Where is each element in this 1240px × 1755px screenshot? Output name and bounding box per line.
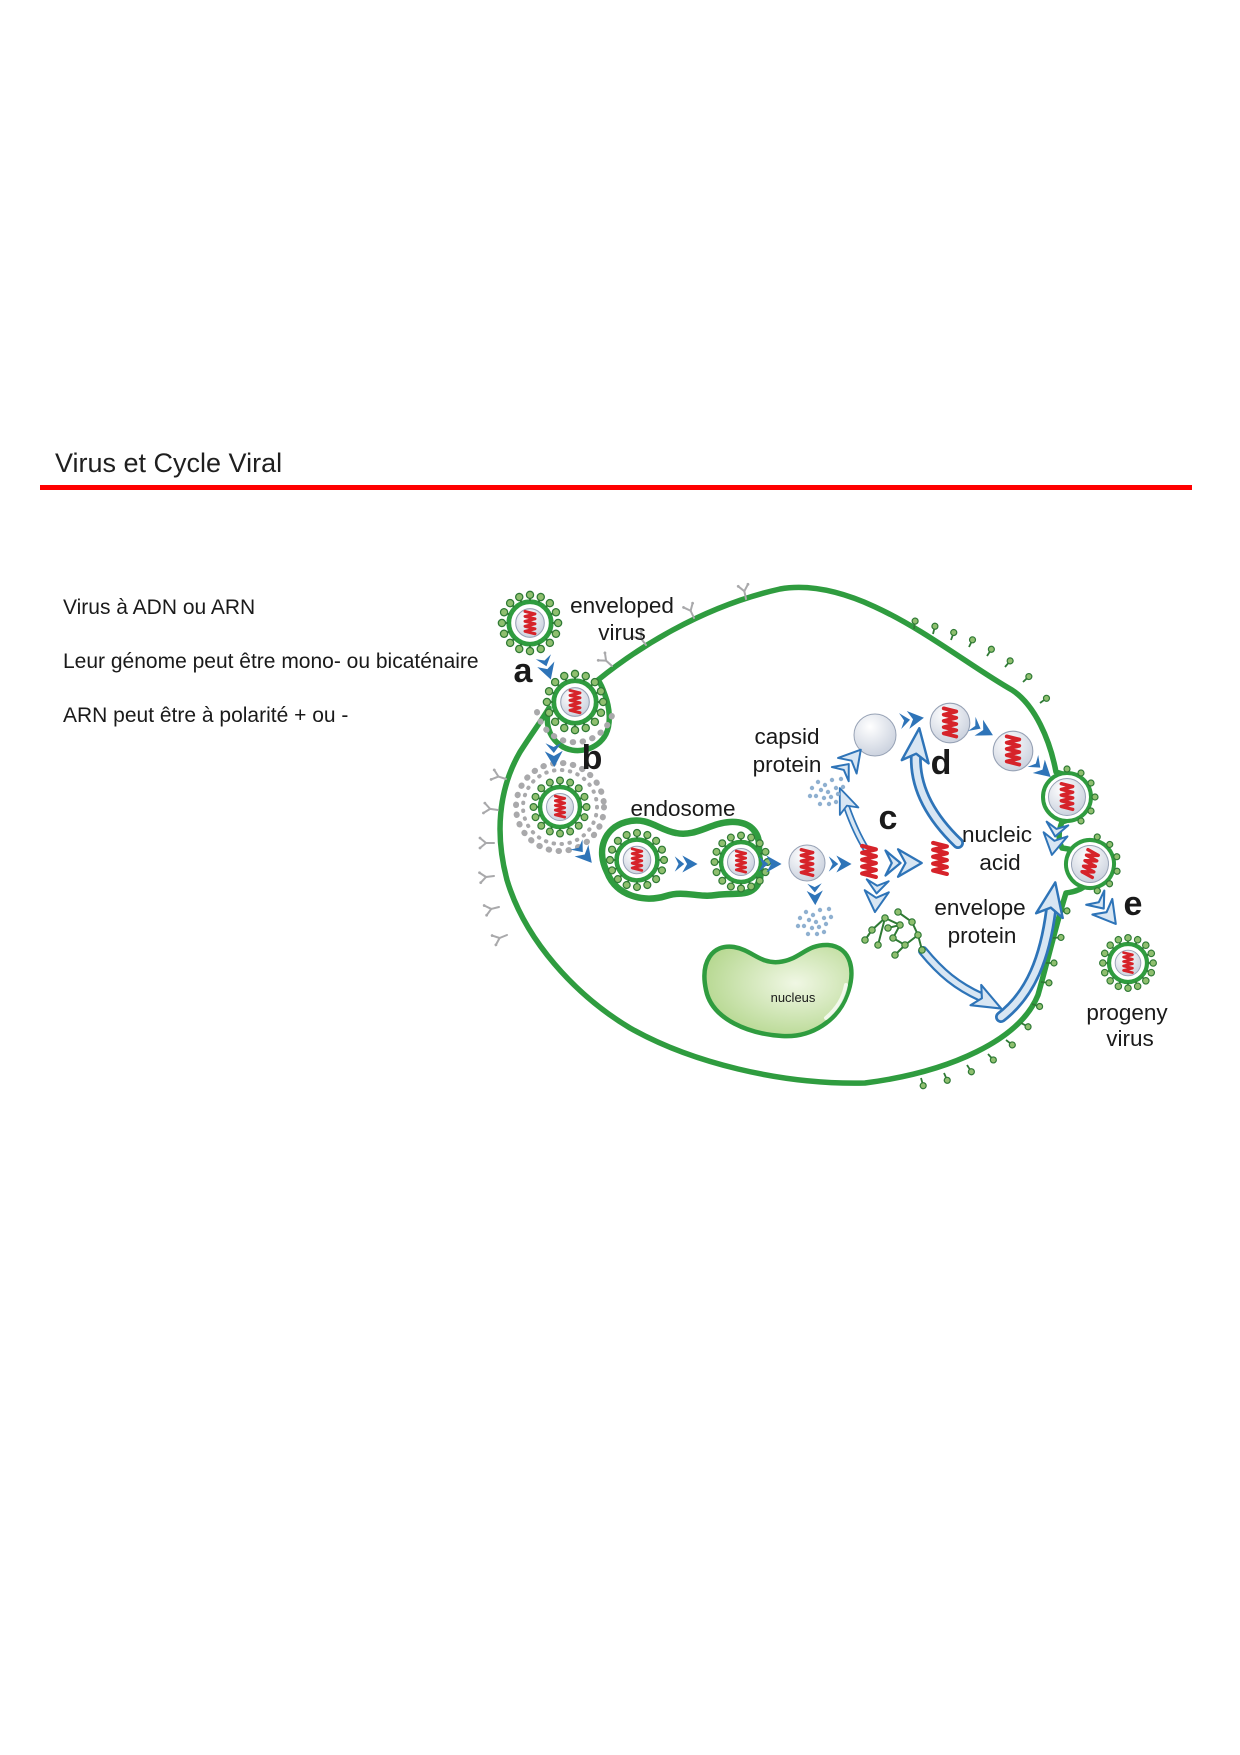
bullet-line: Virus à ADN ou ARN [63,596,256,619]
disassembly-speckles [795,906,834,937]
enveloped-virus-free [498,591,561,654]
step-a-label: a [514,652,534,690]
membrane-to-budding-arrow [995,878,1070,1023]
assembly-arrow-d [900,725,964,849]
naked-nucleocapsid [789,845,825,881]
free-nucleic-acid-2 [933,843,947,874]
flow-arrow [806,883,824,906]
envelope-protein-cluster [861,908,926,959]
progeny-virus [1100,935,1157,992]
bullet-text-block: Virus à ADN ou ARN Leur génome peut être… [63,597,479,759]
enveloped-virus-label-line2: virus [598,620,646,645]
nucleic-acid-label-line2: acid [979,850,1020,875]
flow-arrow [884,848,923,878]
nucleus: nucleus [702,942,854,1039]
flow-arrow [1038,820,1071,859]
flow-arrow [828,855,852,873]
step-d-label: d [931,744,952,782]
assembled-nucleocapsid-2 [993,731,1033,771]
red-underline [40,485,1192,490]
nucleus-label: nucleus [771,990,816,1005]
bullet-line: Leur génome peut être mono- ou bicaténai… [63,650,479,673]
page-title: Virus et Cycle Viral [55,448,283,478]
virus-in-endosome [607,830,668,891]
envelope-to-membrane-arrow [918,946,1008,1020]
progeny-virus-label-line1: progeny [1086,1000,1168,1025]
free-nucleic-acid-1 [862,846,876,877]
clathrin-pit-coat [534,709,616,746]
virus-in-coated-vesicle [513,760,607,854]
assembled-nucleocapsid-1 [930,703,970,743]
step-b-label: b [582,739,603,777]
progeny-virus-label-line2: virus [1106,1026,1154,1051]
budding-virus-2 [1060,828,1128,898]
enveloped-virus-label-line1: enveloped [570,593,674,618]
flow-arrow [1084,888,1127,933]
cell-membrane [497,584,1096,1086]
budding-virus-1 [1043,766,1098,824]
nucleic-acid-label-line1: nucleic [962,822,1032,847]
flow-arrow [898,708,926,730]
endosome-label: endosome [630,796,735,821]
bullet-line: ARN peut être à polarité + ou - [63,704,349,727]
step-c-label: c [879,799,898,837]
step-e-label: e [1124,885,1143,923]
envelope-protein-label-line1: envelope [934,895,1025,920]
virus-entering-membrane [543,670,606,733]
capsid-protein-label-line2: protein [753,752,822,777]
capsid-protein-label-line1: capsid [754,724,819,749]
empty-capsid [853,713,897,757]
flow-arrow [861,878,891,915]
viral-cycle-diagram: nucleus [476,581,1168,1090]
flow-arrow [967,716,998,744]
envelope-protein-label-line2: protein [948,923,1017,948]
